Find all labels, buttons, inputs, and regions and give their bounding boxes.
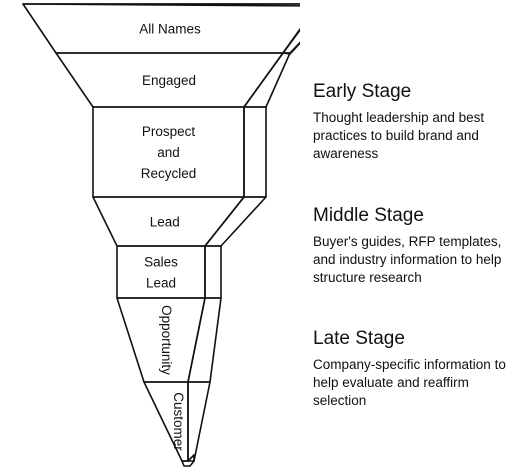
early-stage-title: Early Stage (313, 81, 412, 102)
funnel-side-prospect-recycled (243, 106, 267, 198)
funnel-side-all-names (282, 27, 300, 54)
early-stage-description: Thought leadership and best practices to… (313, 110, 485, 161)
funnel-label-engaged: Engaged (142, 73, 196, 88)
funnel-side-lead (204, 196, 267, 247)
funnel-side-engaged (243, 52, 291, 108)
late-stage-title: Late Stage (313, 328, 405, 349)
funnel-tip (181, 454, 195, 467)
middle-stage-block: Middle Stage Buyer's guides, RFP templat… (313, 205, 523, 287)
middle-stage-title: Middle Stage (313, 205, 424, 226)
middle-stage-description: Buyer's guides, RFP templates, and indus… (313, 234, 502, 285)
funnel-side-sales-lead (204, 245, 222, 299)
early-stage-block: Early Stage Thought leadership and best … (313, 81, 523, 163)
funnel-label-lead: Lead (150, 215, 180, 230)
late-stage-description: Company-specific information to help eva… (313, 357, 506, 408)
funnel-label-all-names: All Names (139, 22, 201, 37)
funnel-side-customer (187, 381, 211, 462)
late-stage-block: Late Stage Company-specific information … (313, 328, 523, 410)
funnel-label-opportunity: Opportunity (159, 305, 174, 375)
funnel-label-customer: Customer (171, 392, 186, 451)
funnel-side-opportunity (187, 297, 222, 383)
